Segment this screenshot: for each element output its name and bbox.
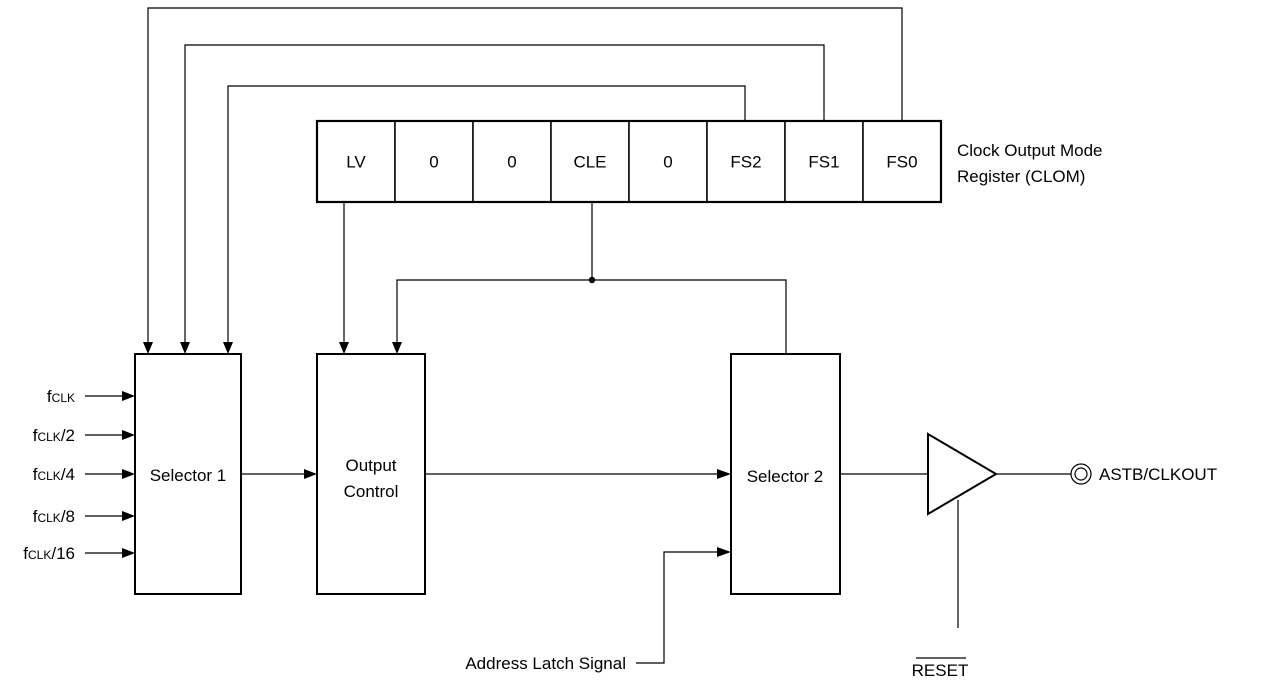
output-buffer-triangle bbox=[927, 432, 998, 516]
register-bit-label: CLE bbox=[573, 153, 606, 172]
clock-input-subscript: CLK bbox=[37, 430, 60, 444]
arrowhead bbox=[122, 469, 135, 479]
register-name-line1: Clock Output Mode bbox=[957, 141, 1103, 160]
arrowhead bbox=[223, 342, 233, 354]
clock-input-divider: /8 bbox=[61, 507, 75, 526]
clock-input-subscript: CLK bbox=[37, 469, 60, 483]
register-bit-label: LV bbox=[346, 153, 366, 172]
arrowhead bbox=[392, 342, 402, 354]
clock-input-label: fCLK/4 bbox=[33, 465, 75, 484]
arrowhead bbox=[143, 342, 153, 354]
selector-2-block bbox=[730, 353, 841, 595]
register-bit-label: 0 bbox=[507, 153, 516, 172]
address-latch-wire bbox=[636, 551, 719, 664]
output-pin-label: ASTB/CLKOUT bbox=[1099, 465, 1217, 484]
arrowhead bbox=[717, 469, 731, 479]
clock-input-divider: /4 bbox=[61, 465, 75, 484]
selector-1-block bbox=[134, 353, 242, 595]
clock-input-subscript: CLK bbox=[37, 511, 60, 525]
arrowhead bbox=[122, 391, 135, 401]
output-control-label-line2: Control bbox=[344, 482, 399, 501]
register-bit-label: FS0 bbox=[886, 153, 917, 172]
clock-input-subscript: CLK bbox=[28, 548, 51, 562]
clock-input-base: f bbox=[23, 544, 28, 563]
clock-input-divider: /16 bbox=[51, 544, 75, 563]
register-name-line2: Register (CLOM) bbox=[957, 167, 1085, 186]
arrowhead bbox=[339, 342, 349, 354]
register-outline bbox=[315, 119, 943, 204]
fs0-to-selector1-wire bbox=[147, 7, 903, 344]
clock-input-label: fCLK bbox=[47, 387, 75, 406]
clock-input-label: fCLK/2 bbox=[33, 426, 75, 445]
clock-input-divider: /2 bbox=[61, 426, 75, 445]
output-pin-inner-circle bbox=[1074, 467, 1088, 481]
fs1-to-selector1-wire bbox=[184, 44, 825, 344]
register-bit-label: 0 bbox=[429, 153, 438, 172]
cle-to-selector2-wire bbox=[592, 279, 787, 354]
arrowhead bbox=[717, 547, 731, 557]
arrowhead bbox=[122, 430, 135, 440]
address-latch-label: Address Latch Signal bbox=[465, 654, 626, 673]
junction-dot bbox=[588, 276, 596, 284]
arrowhead bbox=[122, 511, 135, 521]
clock-input-label: fCLK/16 bbox=[23, 544, 75, 563]
clock-input-base: f bbox=[33, 426, 38, 445]
register-bit-label: FS2 bbox=[730, 153, 761, 172]
clock-input-subscript: CLK bbox=[52, 391, 75, 405]
arrowhead bbox=[122, 548, 135, 558]
register-bit-cell bbox=[784, 120, 864, 203]
selector-2-label: Selector 2 bbox=[747, 467, 824, 486]
fs2-to-selector1-wire bbox=[227, 85, 746, 344]
output-control-label-line1: Output bbox=[345, 456, 396, 475]
clock-input-base: f bbox=[47, 387, 52, 406]
register-bit-label: 0 bbox=[663, 153, 672, 172]
register-bit-label: FS1 bbox=[808, 153, 839, 172]
clock-input-base: f bbox=[33, 507, 38, 526]
clock-input-label: fCLK/8 bbox=[33, 507, 75, 526]
arrowhead bbox=[180, 342, 190, 354]
selector-1-label: Selector 1 bbox=[150, 466, 227, 485]
clock-input-base: f bbox=[33, 465, 38, 484]
reset-label: RESET bbox=[912, 661, 969, 680]
output-control-block bbox=[316, 353, 426, 595]
clock-output-mode-register: LV 0 0 CLE 0 FS2 FS1 FS0 bbox=[316, 120, 942, 203]
cle-to-output-control-wire bbox=[396, 279, 592, 344]
arrowhead bbox=[304, 469, 317, 479]
register-bit-cell bbox=[316, 120, 396, 203]
